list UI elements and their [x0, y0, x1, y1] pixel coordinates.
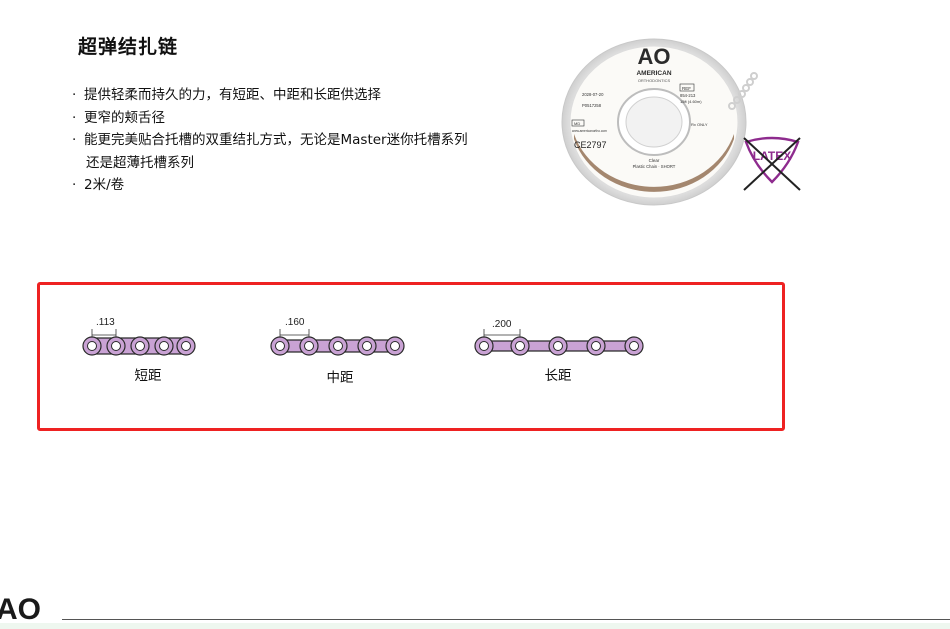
- page-title: 超弹结扎链: [78, 36, 179, 58]
- medium-chain-measure: .160: [285, 317, 305, 328]
- spool-rx: Rx ONLY: [691, 122, 708, 127]
- short-chain-diagram: .113: [82, 317, 196, 356]
- feature-item: · 能更完美贴合托槽的双重结扎方式，无论是Master迷你托槽系列 还是超薄托槽…: [72, 129, 532, 174]
- bullet-dot: ·: [72, 132, 77, 148]
- spool-md: MD: [574, 121, 580, 126]
- bullet-dot: ·: [72, 87, 77, 103]
- spool-date: 2028-07-20: [582, 92, 604, 97]
- chain-comparison-panel: [37, 282, 785, 431]
- footer-logo-text: AO: [0, 593, 41, 626]
- feature-item: · 提供轻柔而持久的力，有短距、中距和长距供选择: [72, 84, 532, 107]
- bullet-dot: ·: [72, 177, 77, 193]
- spool-length: 15ft (4.60m): [680, 99, 702, 104]
- long-chain-measure: .200: [492, 319, 512, 330]
- feature-text: 更窄的颊舌径: [84, 109, 165, 126]
- bullet-dot: ·: [72, 109, 77, 126]
- medium-chain-diagram: .160: [270, 317, 405, 356]
- spool-product: Plastic Chain · SHORT: [633, 164, 676, 169]
- latex-label: LATEX: [753, 149, 791, 163]
- footer-divider: [62, 619, 950, 620]
- feature-text-continued: 还是超薄托槽系列: [86, 154, 194, 171]
- long-chain-diagram: .200: [474, 319, 644, 356]
- feature-text: 2米/卷: [84, 177, 125, 193]
- spool-url: www.americanortho.com: [572, 129, 607, 133]
- spool-ce-mark: CE2797: [574, 140, 607, 150]
- short-chain-label: 短距: [134, 368, 162, 384]
- spool-logo: AO: [638, 44, 671, 69]
- short-chain-measure: .113: [96, 317, 115, 328]
- feature-list: · 提供轻柔而持久的力，有短距、中距和长距供选择 · 更窄的颊舌径 · 能更完美…: [72, 84, 532, 197]
- feature-text: 能更完美贴合托槽的双重结扎方式，无论是Master迷你托槽系列: [84, 132, 468, 148]
- spool-color: Clear: [649, 158, 660, 163]
- feature-text: 提供轻柔而持久的力，有短距、中距和长距供选择: [84, 87, 381, 103]
- spool-brand-sub: ORTHODONTICS: [638, 78, 671, 83]
- latex-free-icon: LATEX: [743, 136, 801, 191]
- spool-lot: P0517258: [582, 103, 602, 108]
- spool-ref: 854-213: [680, 93, 696, 98]
- spool-brand: AMERICAN: [636, 70, 671, 77]
- product-spool-image: AO AMERICAN ORTHODONTICS 2028-07-20 P051…: [561, 38, 758, 206]
- spool-ref-label: REF: [682, 86, 691, 91]
- feature-item: · 2米/卷: [72, 174, 532, 197]
- long-chain-label: 长距: [544, 368, 572, 384]
- footer-band: [0, 623, 950, 629]
- footer-logo: AO: [0, 593, 41, 626]
- feature-item: · 更窄的颊舌径: [72, 107, 532, 130]
- medium-chain-label: 中距: [326, 370, 354, 386]
